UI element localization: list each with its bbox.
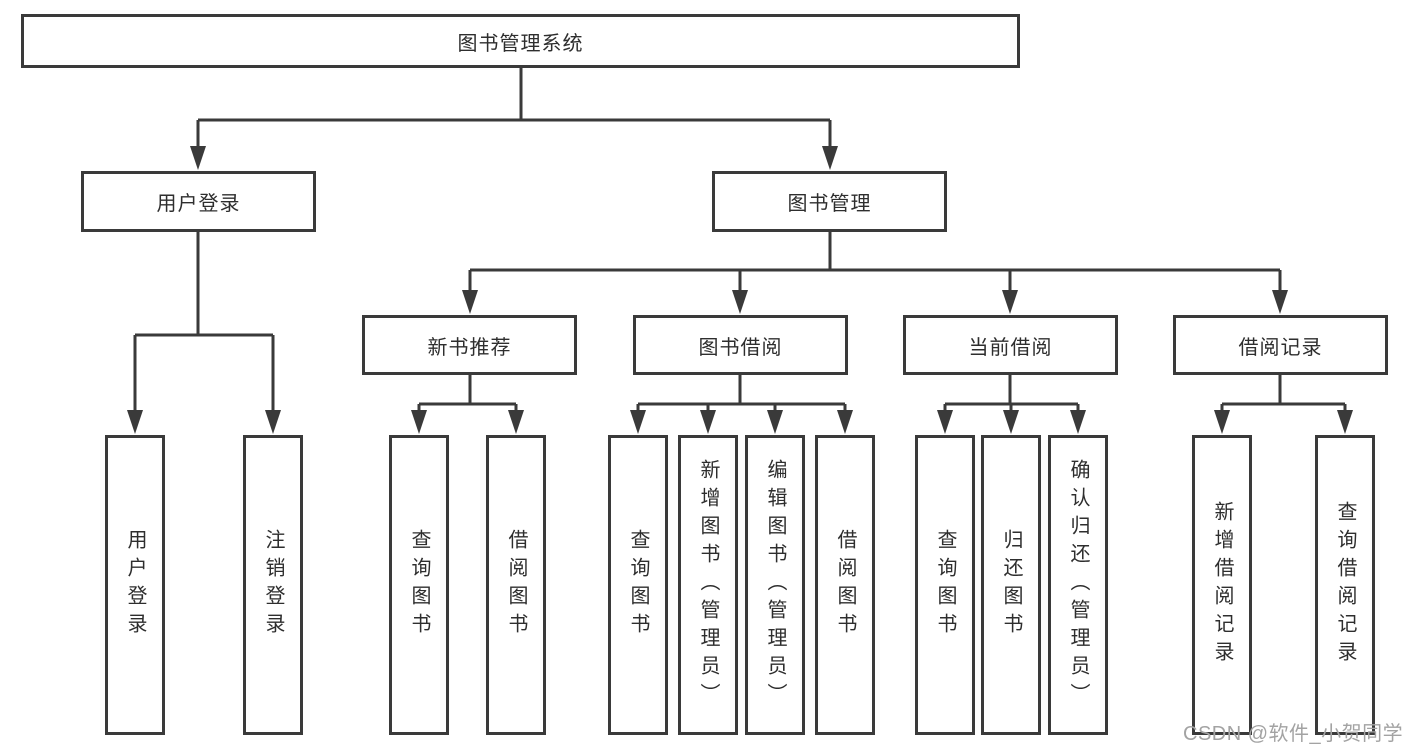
node-current-borrowing: 当前借阅: [903, 315, 1118, 375]
leaf-confirm-return-admin: 确认归还（管理员）: [1048, 435, 1108, 735]
leaf-query-books-recommend: 查询图书: [389, 435, 449, 735]
node-book-borrowing: 图书借阅: [633, 315, 848, 375]
node-book-management: 图书管理: [712, 171, 947, 232]
leaf-query-borrow-record: 查询借阅记录: [1315, 435, 1375, 735]
node-root-system: 图书管理系统: [21, 14, 1020, 68]
leaf-add-borrow-record: 新增借阅记录: [1192, 435, 1252, 735]
leaf-query-books-borrowing: 查询图书: [608, 435, 668, 735]
leaf-logout: 注销登录: [243, 435, 303, 735]
leaf-borrow-books: 借阅图书: [815, 435, 875, 735]
leaf-edit-books-admin: 编辑图书（管理员）: [745, 435, 805, 735]
leaf-borrow-books-recommend: 借阅图书: [486, 435, 546, 735]
leaf-query-books-current: 查询图书: [915, 435, 975, 735]
node-borrowing-records: 借阅记录: [1173, 315, 1388, 375]
leaf-user-login: 用户登录: [105, 435, 165, 735]
leaf-add-books-admin: 新增图书（管理员）: [678, 435, 738, 735]
node-user-login: 用户登录: [81, 171, 316, 232]
leaf-return-books: 归还图书: [981, 435, 1041, 735]
node-new-book-recommendation: 新书推荐: [362, 315, 577, 375]
csdn-watermark: CSDN @软件_小贺同学: [1183, 723, 1404, 745]
arrow-down-icons: [127, 146, 1353, 434]
